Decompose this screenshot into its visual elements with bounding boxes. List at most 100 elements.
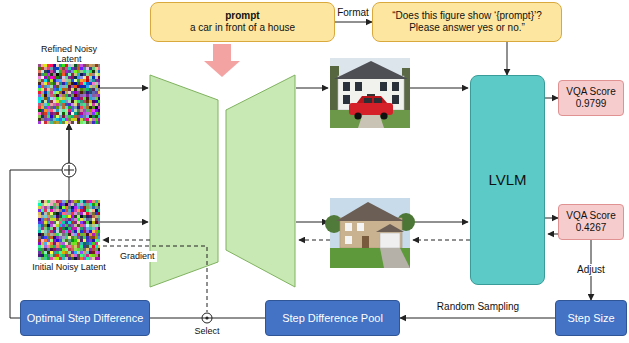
noise-pixel	[38, 64, 41, 67]
model-box: LVLM	[470, 75, 545, 285]
generated-image-house-part	[345, 223, 352, 231]
noise-pixel	[44, 85, 47, 88]
noise-pixel	[68, 97, 71, 100]
noise-pixel	[62, 109, 65, 112]
noise-pixel	[68, 230, 71, 233]
noise-pixel	[56, 200, 59, 203]
noise-pixel	[44, 245, 47, 248]
noise-pixel	[65, 91, 68, 94]
noise-pixel	[86, 91, 89, 94]
noise-pixel	[77, 112, 80, 115]
noise-pixel	[89, 233, 92, 236]
noise-pixel	[65, 70, 68, 73]
noise-pixel	[80, 239, 83, 242]
noise-pixel	[71, 76, 74, 79]
noise-pixel	[44, 248, 47, 251]
noise-pixel	[89, 221, 92, 224]
generated-image-car-part	[374, 98, 382, 103]
noise-pixel	[41, 212, 44, 215]
noise-pixel	[50, 91, 53, 94]
noise-pixel	[71, 118, 74, 121]
noise-pixel	[41, 73, 44, 76]
noise-pixel	[71, 212, 74, 215]
noise-pixel	[41, 115, 44, 118]
noise-pixel	[80, 215, 83, 218]
noise-pixel	[62, 112, 65, 115]
noise-pixel	[68, 239, 71, 242]
noise-pixel	[65, 248, 68, 251]
noise-pixel	[59, 236, 62, 239]
noise-pixel	[95, 88, 98, 91]
connector	[591, 240, 592, 300]
noise-pixel	[44, 239, 47, 242]
noise-pixel	[77, 121, 80, 124]
noise-pixel	[68, 94, 71, 97]
unet-decoder-part	[226, 75, 295, 287]
noise-pixel	[50, 245, 53, 248]
generated-image-car	[330, 58, 410, 128]
noise-pixel	[65, 206, 68, 209]
noise-pixel	[71, 209, 74, 212]
noise-pixel	[92, 64, 95, 67]
noise-pixel	[65, 218, 68, 221]
noise-pixel	[50, 251, 53, 254]
noise-pixel	[62, 218, 65, 221]
noise-pixel	[59, 233, 62, 236]
noise-pixel	[92, 254, 95, 257]
noise-pixel	[56, 215, 59, 218]
generated-image-house-part	[345, 236, 352, 244]
noise-pixel	[92, 236, 95, 239]
noise-pixel	[98, 109, 100, 112]
connector	[507, 42, 508, 75]
noise-pixel	[71, 106, 74, 109]
noise-pixel	[74, 100, 77, 103]
noise-pixel	[44, 121, 47, 124]
noise-pixel	[77, 76, 80, 79]
noise-pixel	[41, 236, 44, 239]
noise-pixel	[50, 106, 53, 109]
noise-pixel	[50, 257, 53, 260]
noise-pixel	[71, 100, 74, 103]
flow-arrows	[100, 88, 468, 222]
noise-pixel	[53, 109, 56, 112]
noise-pixel	[74, 251, 77, 254]
noise-pixel	[44, 73, 47, 76]
noise-pixel	[53, 215, 56, 218]
noise-pixel	[38, 206, 41, 209]
noise-pixel	[47, 109, 50, 112]
noise-pixel	[80, 248, 83, 251]
gradient-backflow-part	[299, 240, 330, 241]
noise-pixel	[59, 121, 62, 124]
noise-pixel	[98, 209, 100, 212]
noise-pixel	[62, 233, 65, 236]
noise-pixel	[95, 200, 98, 203]
noise-pixel	[53, 121, 56, 124]
noise-pixel	[86, 100, 89, 103]
noise-pixel	[62, 100, 65, 103]
noise-pixel	[47, 82, 50, 85]
noise-pixel	[86, 218, 89, 221]
noise-pixel	[86, 73, 89, 76]
noise-pixel	[86, 254, 89, 257]
noise-pixel	[50, 209, 53, 212]
noise-pixel	[53, 103, 56, 106]
noise-pixel	[80, 257, 83, 260]
noise-pixel	[77, 239, 80, 242]
noise-pixel	[59, 103, 62, 106]
noise-pixel	[65, 224, 68, 227]
noise-pixel	[38, 227, 41, 230]
noise-pixel	[65, 103, 68, 106]
noise-pixel	[95, 106, 98, 109]
node-title: Optimal Step Difference	[27, 312, 144, 325]
noise-pixel	[89, 97, 92, 100]
noise-pixel	[83, 112, 86, 115]
noise-pixel	[44, 112, 47, 115]
noise-pixel	[71, 242, 74, 245]
connector	[10, 124, 69, 318]
noise-pixel	[80, 73, 83, 76]
noise-pixel	[77, 218, 80, 221]
noise-pixel	[53, 200, 56, 203]
noise-pixel	[59, 221, 62, 224]
noise-pixel	[80, 103, 83, 106]
noise-pixel	[65, 212, 68, 215]
